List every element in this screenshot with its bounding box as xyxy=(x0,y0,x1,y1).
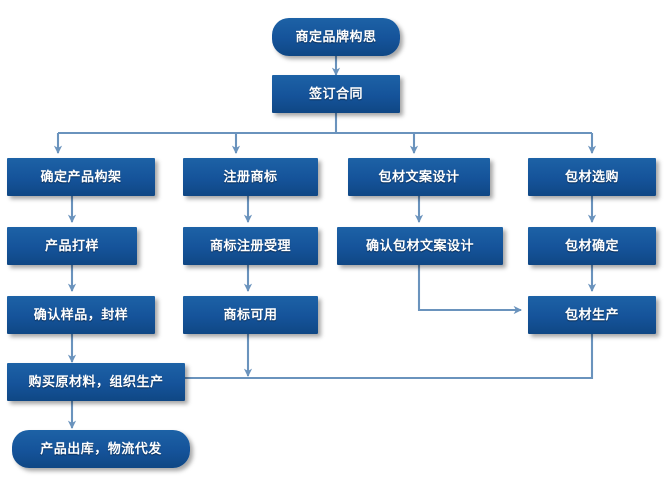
node-packaging-production[interactable]: 包材生产 xyxy=(528,296,656,334)
node-packaging-confirmed[interactable]: 包材确定 xyxy=(528,227,656,265)
edge-c3r2-to-packaging-production xyxy=(417,265,522,315)
node-define-product-framework[interactable]: 确定产品构架 xyxy=(7,158,155,196)
node-brand-ideation[interactable]: 商定品牌构思 xyxy=(272,18,400,56)
node-confirm-packaging-copy-design[interactable]: 确认包材文案设计 xyxy=(337,227,503,265)
node-trademark-filing-accepted[interactable]: 商标注册受理 xyxy=(183,227,318,265)
edge-packaging-production-to-production xyxy=(151,334,594,383)
node-shipping-logistics[interactable]: 产品出库，物流代发 xyxy=(12,430,190,468)
node-confirm-seal-sample[interactable]: 确认样品，封样 xyxy=(7,296,155,334)
node-trademark-available[interactable]: 商标可用 xyxy=(183,296,318,334)
node-buy-materials-organize-production[interactable]: 购买原材料，组织生产 xyxy=(7,363,185,401)
node-sign-contract[interactable]: 签订合同 xyxy=(272,75,400,113)
node-packaging-purchase[interactable]: 包材选购 xyxy=(528,158,656,196)
node-packaging-copy-design[interactable]: 包材文案设计 xyxy=(348,158,490,196)
node-product-sampling[interactable]: 产品打样 xyxy=(7,227,137,265)
node-register-trademark[interactable]: 注册商标 xyxy=(183,158,318,196)
